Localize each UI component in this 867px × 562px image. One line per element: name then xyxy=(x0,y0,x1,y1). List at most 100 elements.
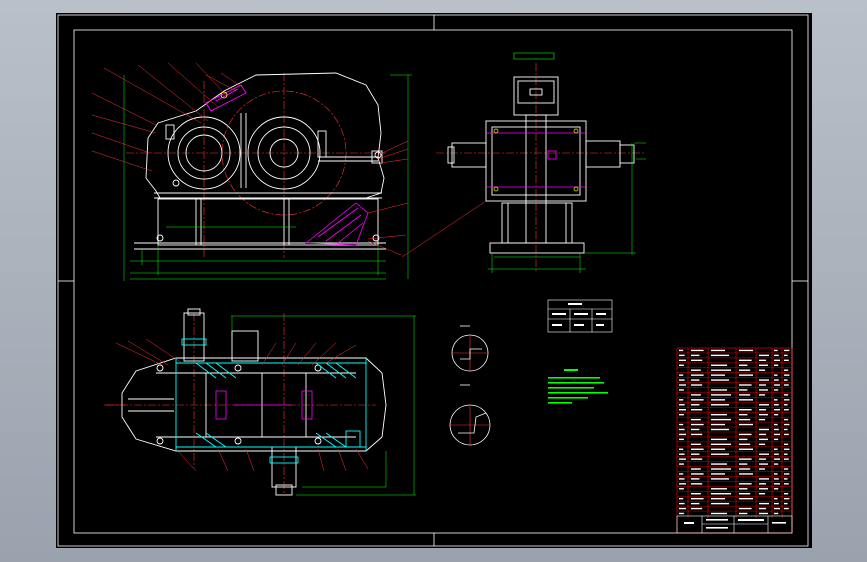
parts-list-cell-text xyxy=(784,349,790,352)
parts-list-cell-text xyxy=(774,507,780,510)
parts-list-cell-text xyxy=(774,448,778,450)
parts-list-cell-text xyxy=(679,364,684,366)
parts-list-cell-text xyxy=(784,384,789,386)
parts-list-cell-text xyxy=(774,502,779,505)
parts-list-cell-text xyxy=(759,413,768,416)
parts-list-cell-text xyxy=(759,478,769,480)
title-block-text xyxy=(684,519,786,529)
parts-list-cell-text xyxy=(711,438,727,441)
parts-list-cell-text xyxy=(739,423,753,426)
parts-list-cell-text xyxy=(774,488,779,490)
parts-list-cell-text xyxy=(774,399,778,401)
parts-list-cell-text xyxy=(691,448,704,450)
parts-list-cell-text xyxy=(739,399,753,401)
parts-list-cell-text xyxy=(691,399,704,401)
parts-list-cell-text xyxy=(711,389,727,391)
parts-list-cell-text xyxy=(784,433,789,436)
parts-list-cell-text xyxy=(784,399,790,401)
parts-list-cell-text xyxy=(774,354,779,357)
parts-list-cell-text xyxy=(739,394,751,396)
parts-list-cell-text xyxy=(711,502,729,505)
parts-list-cell-text xyxy=(759,354,769,357)
parts-list-cell-text xyxy=(739,488,748,490)
parts-list-cell-text xyxy=(679,354,685,357)
parts-list-cell-text xyxy=(784,443,789,446)
parts-list-cell-text xyxy=(739,497,753,500)
parts-list-cell-text xyxy=(784,404,788,406)
parts-list-cell-text xyxy=(759,433,766,436)
parts-list-cell-text xyxy=(711,364,727,366)
parts-list-cell-text xyxy=(679,399,684,401)
parts-list-cell-text xyxy=(774,364,779,366)
parts-list-cell-text xyxy=(691,433,703,436)
gearbox-assembly-drawing xyxy=(57,14,809,547)
parts-list-cell-text xyxy=(679,374,684,376)
parts-list-cell-text xyxy=(739,364,748,366)
parts-list-cell-text xyxy=(774,413,779,416)
parts-list-cell-text xyxy=(774,512,779,515)
parts-list-cell-text xyxy=(691,478,700,480)
parts-list-cell-text xyxy=(784,379,788,381)
parts-list-cell-text xyxy=(774,463,779,465)
parts-list-cell-text xyxy=(759,463,768,465)
parts-list-cell-text xyxy=(679,404,685,406)
parts-list-cell-text xyxy=(691,394,701,396)
parts-list-cell-text xyxy=(739,418,751,421)
parts-list-cell-text xyxy=(759,468,765,470)
parts-list-cell-text xyxy=(739,409,752,411)
parts-list-cell-text xyxy=(691,418,701,421)
parts-list-cell-text xyxy=(679,438,684,441)
parts-list-cell-text xyxy=(679,428,685,431)
parts-list-cell-text xyxy=(711,428,729,431)
title-block xyxy=(676,515,793,534)
parts-list-cell-text xyxy=(691,453,700,455)
parts-list-cell-text xyxy=(679,458,686,460)
parts-list-cell-text xyxy=(759,428,769,431)
parts-list-cell-text xyxy=(774,438,779,441)
parts-list-cell-text xyxy=(739,349,753,352)
parts-list-cell-text xyxy=(711,413,727,416)
parts-list-cell-text xyxy=(679,512,684,515)
parts-list-cell-text xyxy=(711,512,727,515)
parts-list-cell-text xyxy=(691,468,701,470)
parts-list-cell-text xyxy=(774,497,778,500)
parts-list-cell-text xyxy=(691,473,704,475)
parts-list-cell-text xyxy=(774,374,778,376)
parts-list-cell-text xyxy=(784,478,788,480)
parts-list-cell-text xyxy=(679,409,686,411)
parts-list-cell-text xyxy=(759,369,765,371)
parts-list-cell-text xyxy=(691,374,704,376)
parts-list-cell-text xyxy=(691,428,700,431)
parts-list-cell-text xyxy=(691,359,703,362)
parts-list-cell-text xyxy=(759,453,769,455)
parts-list xyxy=(676,347,793,534)
parts-list-cell-text xyxy=(774,473,778,475)
front-view xyxy=(91,62,487,281)
parts-list-cell-text xyxy=(739,512,748,515)
parts-list-cell-text xyxy=(711,448,725,450)
parts-list-cell-text xyxy=(759,488,768,490)
parts-list-cell-text xyxy=(784,369,789,371)
parts-list-cell-text xyxy=(679,448,684,450)
parts-list-cell-text xyxy=(739,389,748,391)
parts-list-cell-text xyxy=(691,497,704,500)
parts-list-cell-text xyxy=(784,502,788,505)
parts-list-cell-text xyxy=(784,483,789,485)
cad-model-space[interactable] xyxy=(56,13,812,548)
parts-list-cell-text xyxy=(784,409,789,411)
parts-list-cell-text xyxy=(739,463,748,465)
parts-list-cell-text xyxy=(774,359,780,362)
parts-list-cell-text xyxy=(679,483,686,485)
parts-list-cell-text xyxy=(711,463,727,465)
parts-list-cell-text xyxy=(759,493,765,495)
parts-list-cell-text xyxy=(679,349,684,352)
parts-list-cell-text xyxy=(774,458,780,460)
parts-list-cell-text xyxy=(711,423,725,426)
detail-views xyxy=(449,325,491,446)
parts-list-cell-text xyxy=(759,443,765,446)
parts-list-cell-text xyxy=(711,497,725,500)
parts-list-cell-text xyxy=(774,409,780,411)
technical-requirements xyxy=(548,369,608,404)
parts-list-cell-text xyxy=(711,399,725,401)
parts-list-cell-text xyxy=(711,453,729,455)
